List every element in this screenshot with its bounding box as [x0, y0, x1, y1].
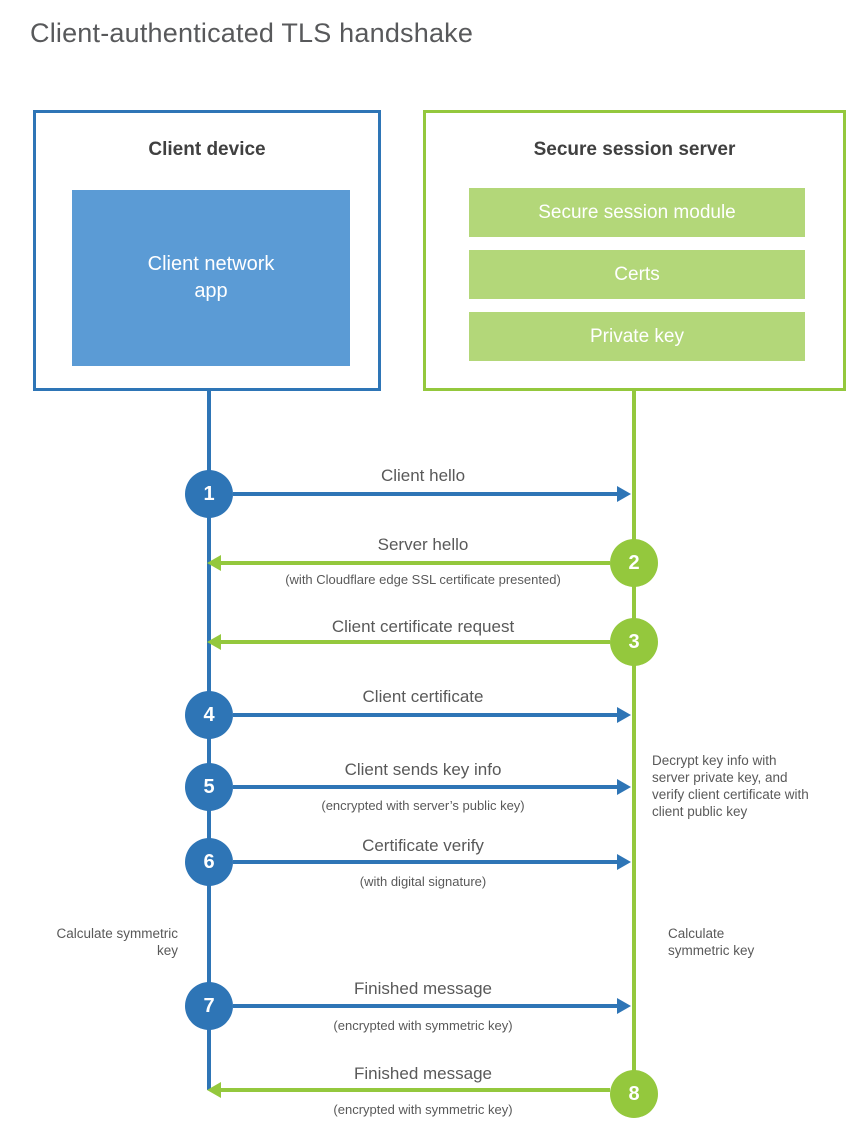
- message-label-1: Client hello: [380, 466, 466, 485]
- arrow-shaft-7: [233, 1004, 617, 1008]
- message-sublabel-6: (with digital signature): [359, 874, 487, 889]
- client-device-title: Client device: [148, 139, 266, 160]
- arrow-shaft-3: [221, 640, 610, 644]
- arrow-shaft-1: [233, 492, 617, 496]
- note-decrypt-key-info: Decrypt key info with server private key…: [652, 753, 809, 819]
- server-module-certs: Certs: [469, 250, 805, 299]
- message-label-3: Client certificate request: [331, 617, 515, 636]
- arrow-shaft-8: [221, 1088, 610, 1092]
- step-circle-5: 5: [185, 763, 233, 811]
- arrow-head-right-icon: [617, 854, 631, 870]
- message-label-2: Server hello: [377, 535, 469, 554]
- arrow-head-left-icon: [207, 634, 221, 650]
- message-sublabel-2: (with Cloudflare edge SSL certificate pr…: [285, 572, 561, 587]
- arrow-shaft-6: [233, 860, 617, 864]
- step-circle-6: 6: [185, 838, 233, 886]
- arrow-head-right-icon: [617, 707, 631, 723]
- arrow-head-right-icon: [617, 779, 631, 795]
- note-calculate-symmetric-key-server: Calculate symmetric key: [668, 926, 755, 958]
- message-label-8: Finished message: [354, 1064, 492, 1083]
- message-label-4: Client certificate: [362, 687, 484, 706]
- step-circle-7: 7: [185, 982, 233, 1030]
- client-device-box: Client device Client network app: [33, 110, 381, 391]
- client-network-app-box: Client network app: [72, 190, 350, 366]
- message-sublabel-8: (encrypted with symmetric key): [333, 1102, 513, 1117]
- arrow-shaft-5: [233, 785, 617, 789]
- page-title: Client-authenticated TLS handshake: [30, 18, 474, 48]
- arrow-shaft-4: [233, 713, 617, 717]
- secure-session-server-box: Secure session server Secure session mod…: [423, 110, 846, 391]
- step-circle-4: 4: [185, 691, 233, 739]
- step-circle-1: 1: [185, 470, 233, 518]
- client-lifeline: [207, 391, 211, 1090]
- arrow-head-right-icon: [617, 486, 631, 502]
- arrow-head-right-icon: [617, 998, 631, 1014]
- server-module-private-key: Private key: [469, 312, 805, 361]
- message-sublabel-5: (encrypted with server’s public key): [321, 798, 525, 813]
- server-lifeline: [632, 391, 636, 1094]
- message-label-5: Client sends key info: [344, 760, 502, 779]
- server-module-secure-session-module: Secure session module: [469, 188, 805, 237]
- note-calculate-symmetric-key-client: Calculate symmetric key: [56, 926, 178, 958]
- message-sublabel-7: (encrypted with symmetric key): [333, 1018, 513, 1033]
- arrow-head-left-icon: [207, 1082, 221, 1098]
- step-circle-2: 2: [610, 539, 658, 587]
- step-circle-8: 8: [610, 1070, 658, 1118]
- message-label-6: Certificate verify: [362, 836, 484, 855]
- secure-session-server-title: Secure session server: [533, 139, 736, 160]
- step-circle-3: 3: [610, 618, 658, 666]
- message-label-7: Finished message: [354, 979, 492, 998]
- arrow-shaft-2: [221, 561, 610, 565]
- arrow-head-left-icon: [207, 555, 221, 571]
